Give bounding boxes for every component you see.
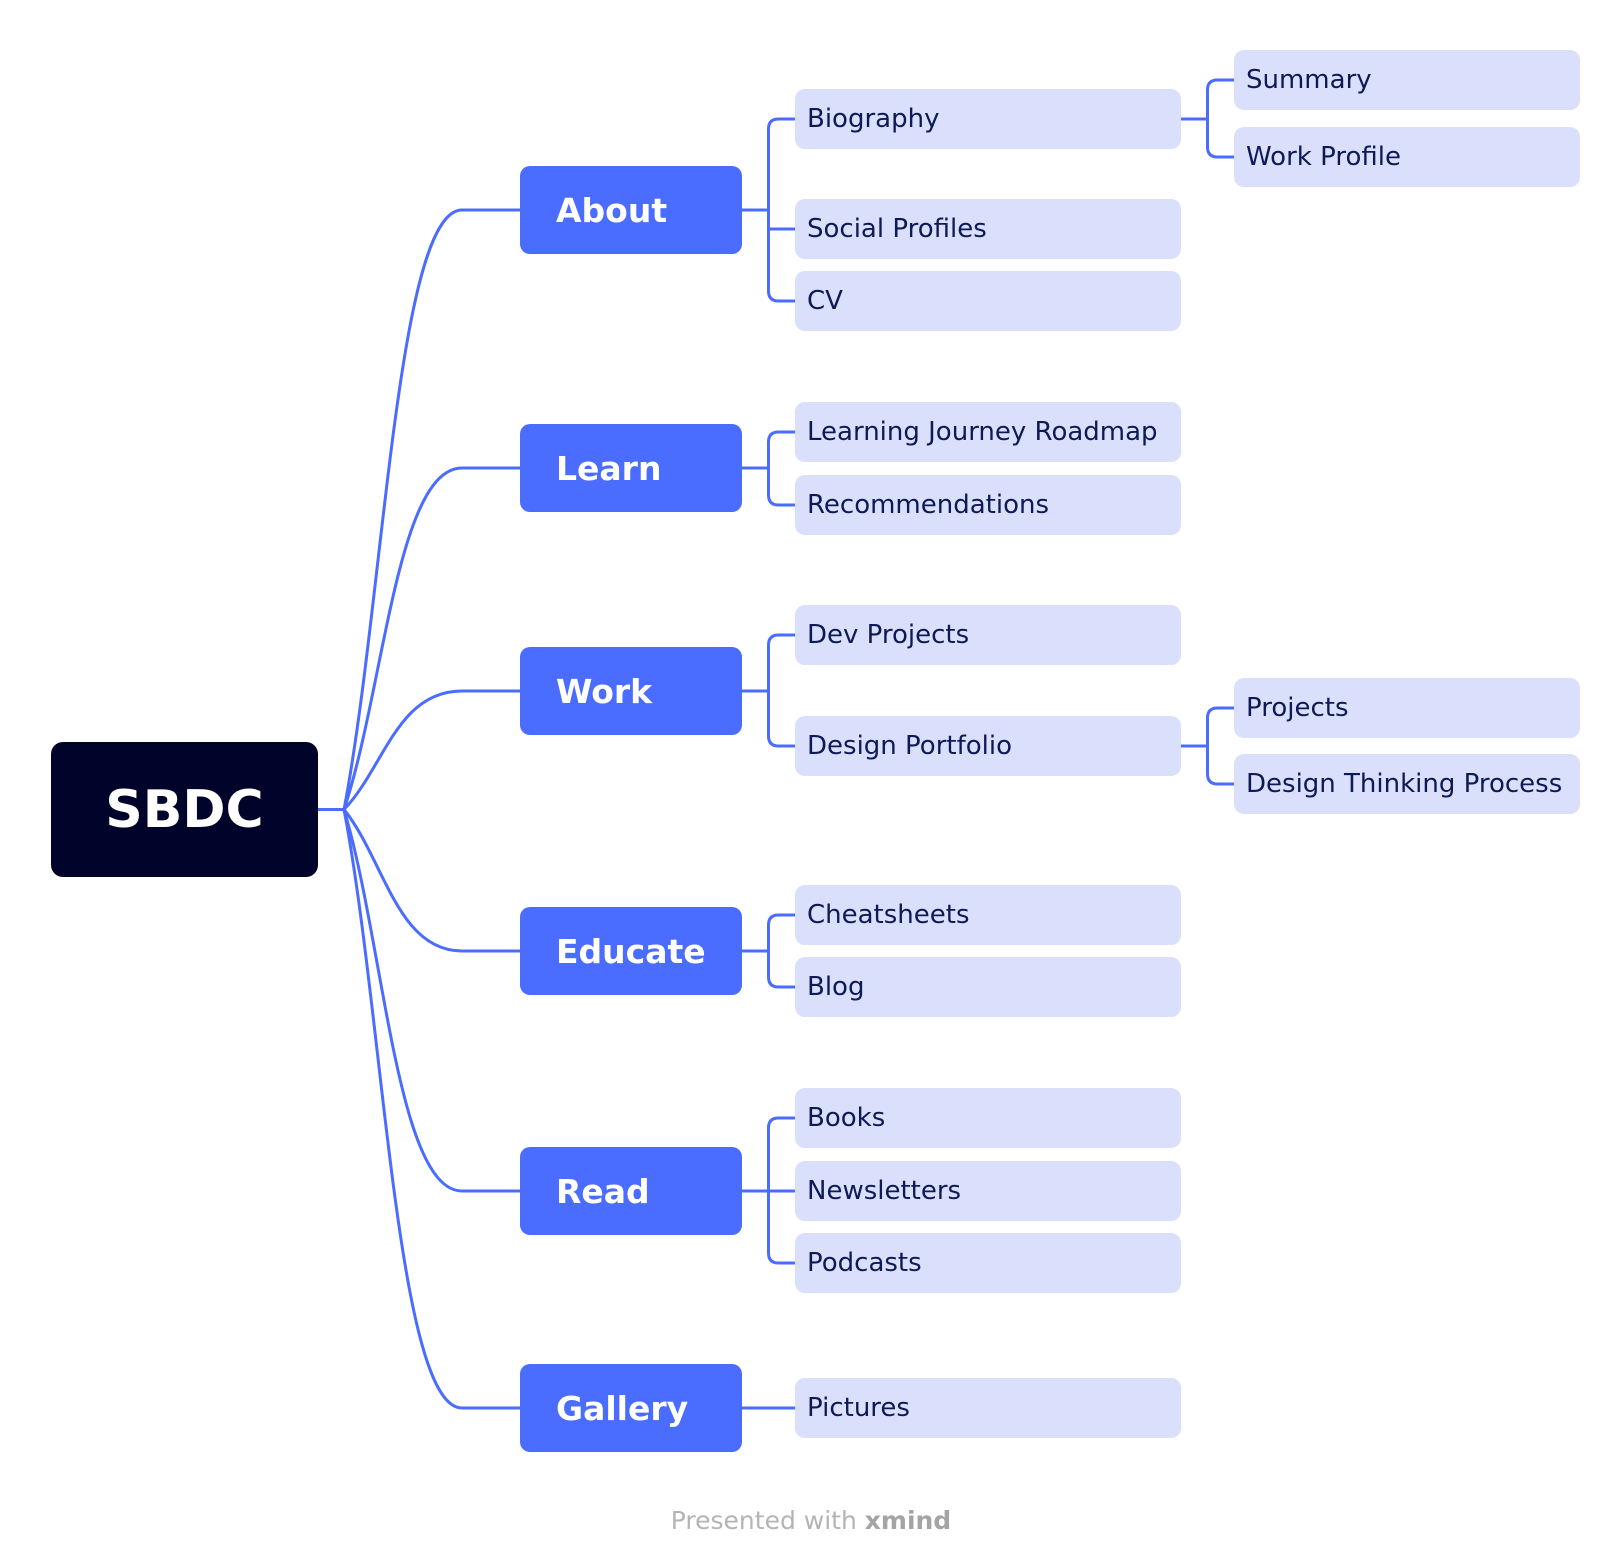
subtopic-pictures[interactable]: Pictures (795, 1378, 1181, 1438)
xmind-logo: xmind (864, 1506, 952, 1535)
subtopic-cheatsheets[interactable]: Cheatsheets (795, 885, 1181, 945)
branch-connector-4 (342, 809, 520, 1193)
branch-work[interactable]: Work (520, 647, 742, 735)
branch-educate[interactable]: Educate (520, 907, 742, 995)
subtopic-learning-journey-roadmap[interactable]: Learning Journey Roadmap (795, 402, 1181, 462)
branch-connector-2 (342, 689, 520, 811)
work-connector-bracket (767, 633, 795, 748)
about-connector-bracket (767, 117, 795, 303)
subtopic-social-profiles[interactable]: Social Profiles (795, 199, 1181, 259)
branch-about[interactable]: About (520, 166, 742, 254)
subtopic-podcasts[interactable]: Podcasts (795, 1233, 1181, 1293)
branch-connector-5 (342, 809, 520, 1410)
biography-connector-bracket (1206, 78, 1234, 159)
design-portfolio-connector-bracket (1206, 706, 1234, 786)
branch-gallery[interactable]: Gallery (520, 1364, 742, 1452)
subtopic-books[interactable]: Books (795, 1088, 1181, 1148)
branch-connector-0 (342, 208, 520, 810)
branch-connector-1 (342, 466, 520, 810)
subtopic-work-profile[interactable]: Work Profile (1234, 127, 1580, 187)
subtopic-dev-projects[interactable]: Dev Projects (795, 605, 1181, 665)
footer-prefix: Presented with (670, 1506, 857, 1535)
subtopic-summary[interactable]: Summary (1234, 50, 1580, 110)
subtopic-recommendations[interactable]: Recommendations (795, 475, 1181, 535)
subtopic-biography[interactable]: Biography (795, 89, 1181, 149)
subtopic-projects[interactable]: Projects (1234, 678, 1580, 738)
learn-connector-bracket (767, 430, 795, 507)
branch-learn[interactable]: Learn (520, 424, 742, 512)
subtopic-blog[interactable]: Blog (795, 957, 1181, 1017)
branch-connector-3 (342, 808, 520, 953)
subtopic-design-portfolio[interactable]: Design Portfolio (795, 716, 1181, 776)
footer-credit: Presented with xmind (0, 1506, 1622, 1535)
subtopic-cv[interactable]: CV (795, 271, 1181, 331)
educate-connector-bracket (767, 913, 795, 989)
subtopic-newsletters[interactable]: Newsletters (795, 1161, 1181, 1221)
subtopic-design-thinking-process[interactable]: Design Thinking Process (1234, 754, 1580, 814)
branch-read[interactable]: Read (520, 1147, 742, 1235)
root-topic[interactable]: SBDC (51, 742, 318, 877)
